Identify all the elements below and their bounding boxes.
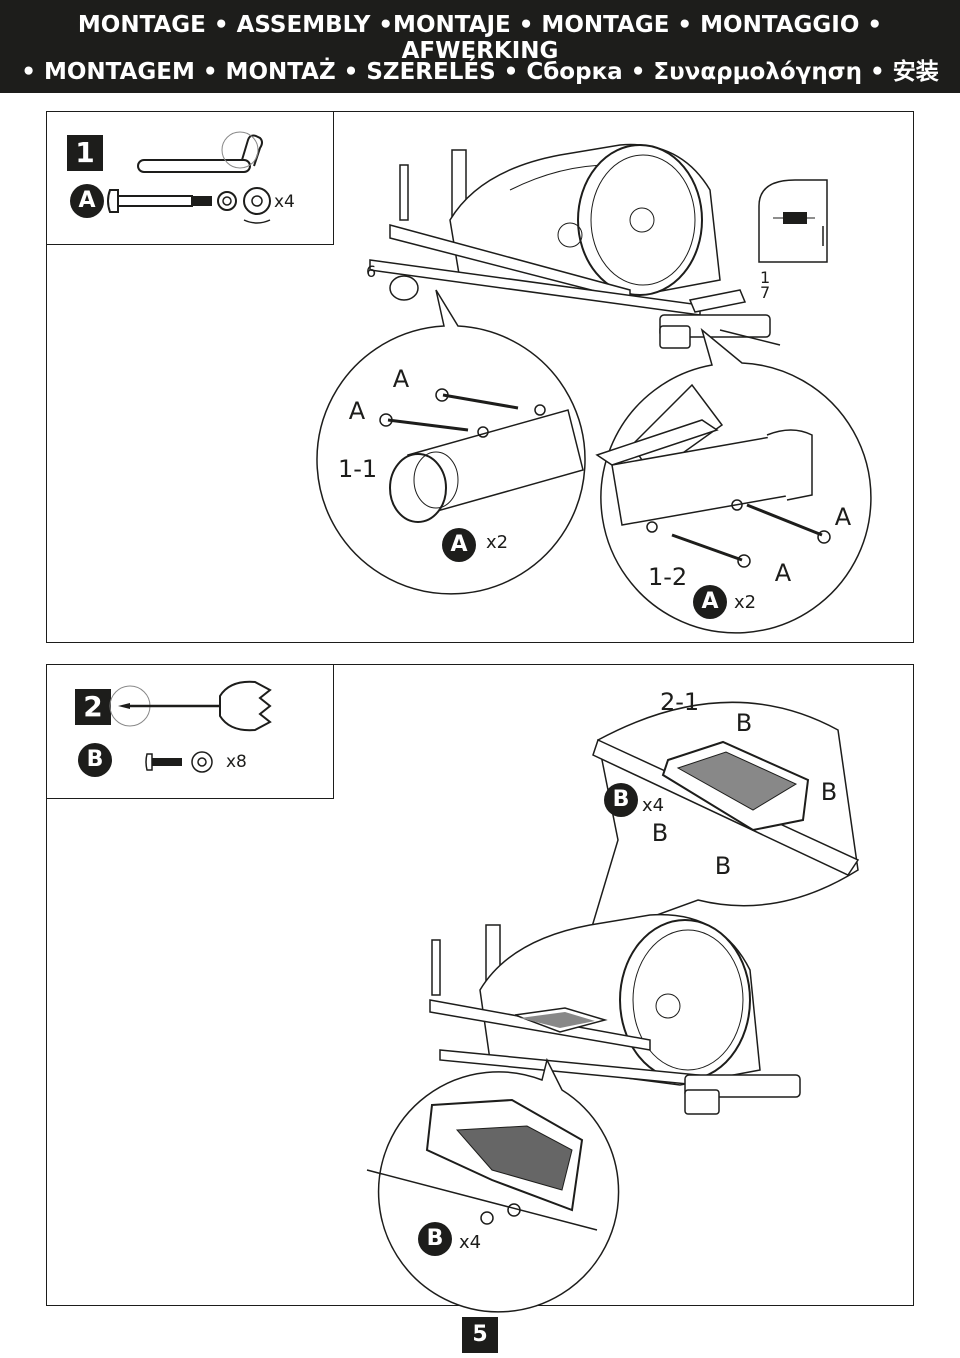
- part-b-badge: B: [78, 743, 112, 777]
- header-banner: MONTAGE • ASSEMBLY •MONTAJE • MONTAGE • …: [0, 0, 960, 93]
- detail-1-1-badge: A: [442, 528, 476, 562]
- elliptical-trainer-illustration-step-1: [369, 143, 781, 349]
- detail-2-1-label: 2-1: [660, 688, 700, 716]
- detail-1-1-magnifier: [316, 289, 586, 595]
- detail-1-2-part-a-lower: A: [774, 559, 792, 587]
- lock-nut-icon: [217, 191, 237, 211]
- detail-1-1-label: 1-1: [338, 455, 378, 483]
- callout-number-6: 6: [366, 262, 377, 281]
- detail-bottom-magnifier: [366, 1057, 620, 1313]
- screw-icon: [145, 753, 182, 771]
- page-number: 5: [462, 1317, 498, 1353]
- header-title-line-1: MONTAGE • ASSEMBLY •MONTAJE • MONTAGE • …: [77, 12, 883, 64]
- step-1-number: 1: [67, 135, 103, 171]
- callout-number-7: 7: [760, 283, 771, 302]
- step-1-parts-inset: [47, 112, 334, 245]
- detail-2-1-b-lower: B: [714, 852, 732, 880]
- detail-1-2-badge: A: [693, 585, 727, 619]
- elliptical-trainer-illustration-step-2: [429, 913, 801, 1115]
- callout-number-1: 1: [760, 268, 771, 287]
- detail-1-2-part-a-right: A: [834, 503, 852, 531]
- detail-1-2-magnifier: [595, 327, 872, 634]
- part-a-badge: A: [70, 184, 104, 218]
- part-b-qty: x8: [226, 752, 247, 772]
- detail-2-1-b-top: B: [735, 709, 753, 737]
- part-a-qty: x4: [274, 192, 295, 212]
- bolt-icon: [107, 189, 212, 213]
- detail-2-1-magnifier: [586, 701, 860, 942]
- detail-2-1-b-middle: B: [651, 819, 669, 847]
- header-title-line-2: • MONTAGEM • MONTAŻ • SZERELÉS • Сборка …: [21, 59, 939, 85]
- detail-2-1-qty: x4: [642, 795, 665, 816]
- detail-1-2-label: 1-2: [648, 563, 688, 591]
- detail-2-1-b-right: B: [820, 778, 838, 806]
- washer-b-icon: [191, 751, 213, 773]
- detail-bottom-badge: B: [418, 1222, 452, 1256]
- detail-1-2-qty: x2: [734, 592, 757, 613]
- detail-1-1-part-a-left: A: [348, 397, 366, 425]
- washer-icon: [243, 187, 271, 224]
- detail-bottom-qty: x4: [459, 1232, 482, 1253]
- detail-1-1-qty: x2: [486, 532, 509, 553]
- detail-1-1-part-a-top: A: [392, 365, 410, 393]
- screwdriver-wrench-icon: [109, 680, 272, 732]
- step-2-number: 2: [75, 689, 111, 725]
- allen-key-icon: [137, 131, 263, 173]
- tension-knob-detail: [758, 179, 828, 263]
- detail-2-1-badge: B: [604, 783, 638, 817]
